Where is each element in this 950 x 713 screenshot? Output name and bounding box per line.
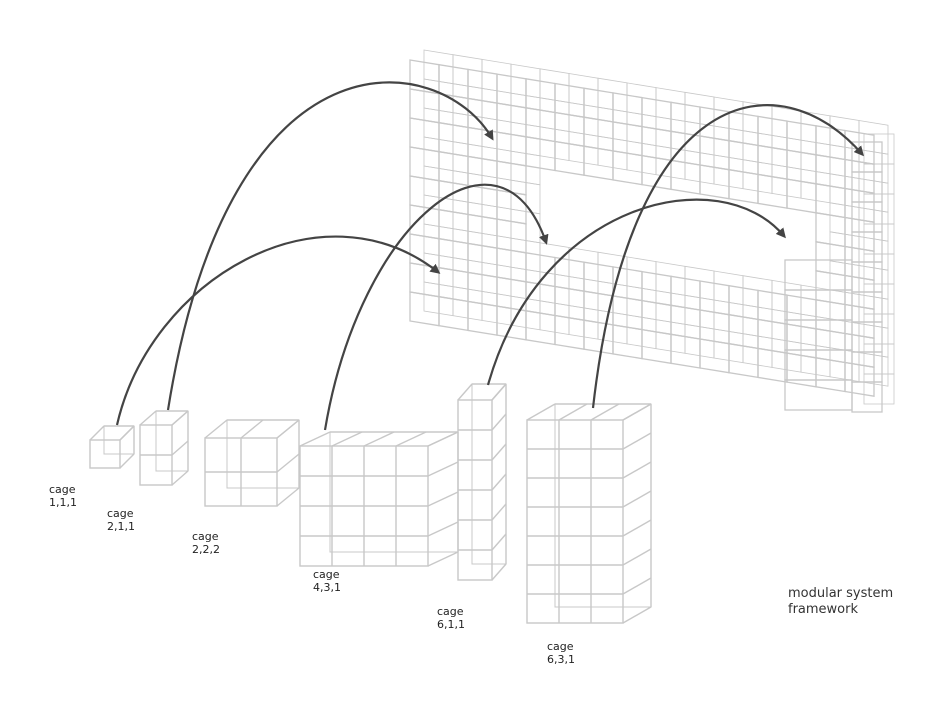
- framework-wall: [409, 49, 889, 397]
- cage-6-3-1: [526, 403, 652, 624]
- cage-2-1-1: [139, 410, 189, 486]
- cage-6-1-1: [457, 383, 507, 581]
- cage-2-2-2: [204, 419, 300, 507]
- cage-4-3-1: [299, 431, 459, 567]
- arrow-cage-4-3-1: [323, 183, 549, 431]
- arrow-cage-2-1-1: [166, 81, 494, 411]
- placement-arrows: [115, 81, 864, 431]
- cage-1-1-1: [89, 425, 135, 469]
- framework-structure: [409, 49, 895, 413]
- arrow-cage-6-3-1: [591, 104, 864, 409]
- arrow-cage-6-1-1: [486, 198, 786, 386]
- arrow-cage-1-1-1: [115, 235, 441, 426]
- cage-modules: [89, 383, 652, 624]
- framework-tower: [784, 133, 895, 413]
